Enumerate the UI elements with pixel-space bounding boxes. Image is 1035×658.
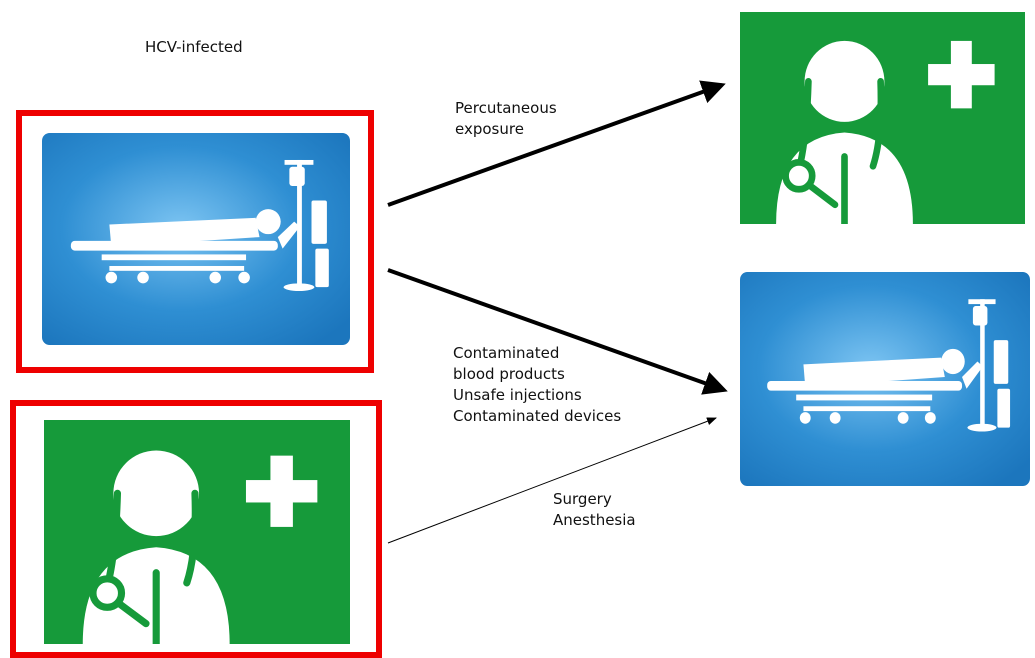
arrow-contaminated-products — [387, 268, 728, 395]
edge-label-surgery: Surgery Anesthesia — [553, 490, 636, 529]
infected-patient-frame — [16, 110, 374, 373]
source-label: HCV-infected — [145, 38, 243, 56]
patient-in-bed-icon — [42, 133, 350, 345]
arrow-percutaneous — [387, 80, 726, 207]
doctor-with-stethoscope-icon — [44, 420, 350, 644]
target-doctor-icon — [740, 12, 1025, 224]
infected-doctor-frame — [10, 400, 382, 658]
arrow-surgery — [387, 417, 717, 544]
edge-label-contaminated: Contaminated blood products Unsafe injec… — [453, 344, 622, 425]
edge-label-percutaneous: Percutaneous exposure — [455, 99, 557, 138]
target-patient-icon — [740, 272, 1030, 486]
